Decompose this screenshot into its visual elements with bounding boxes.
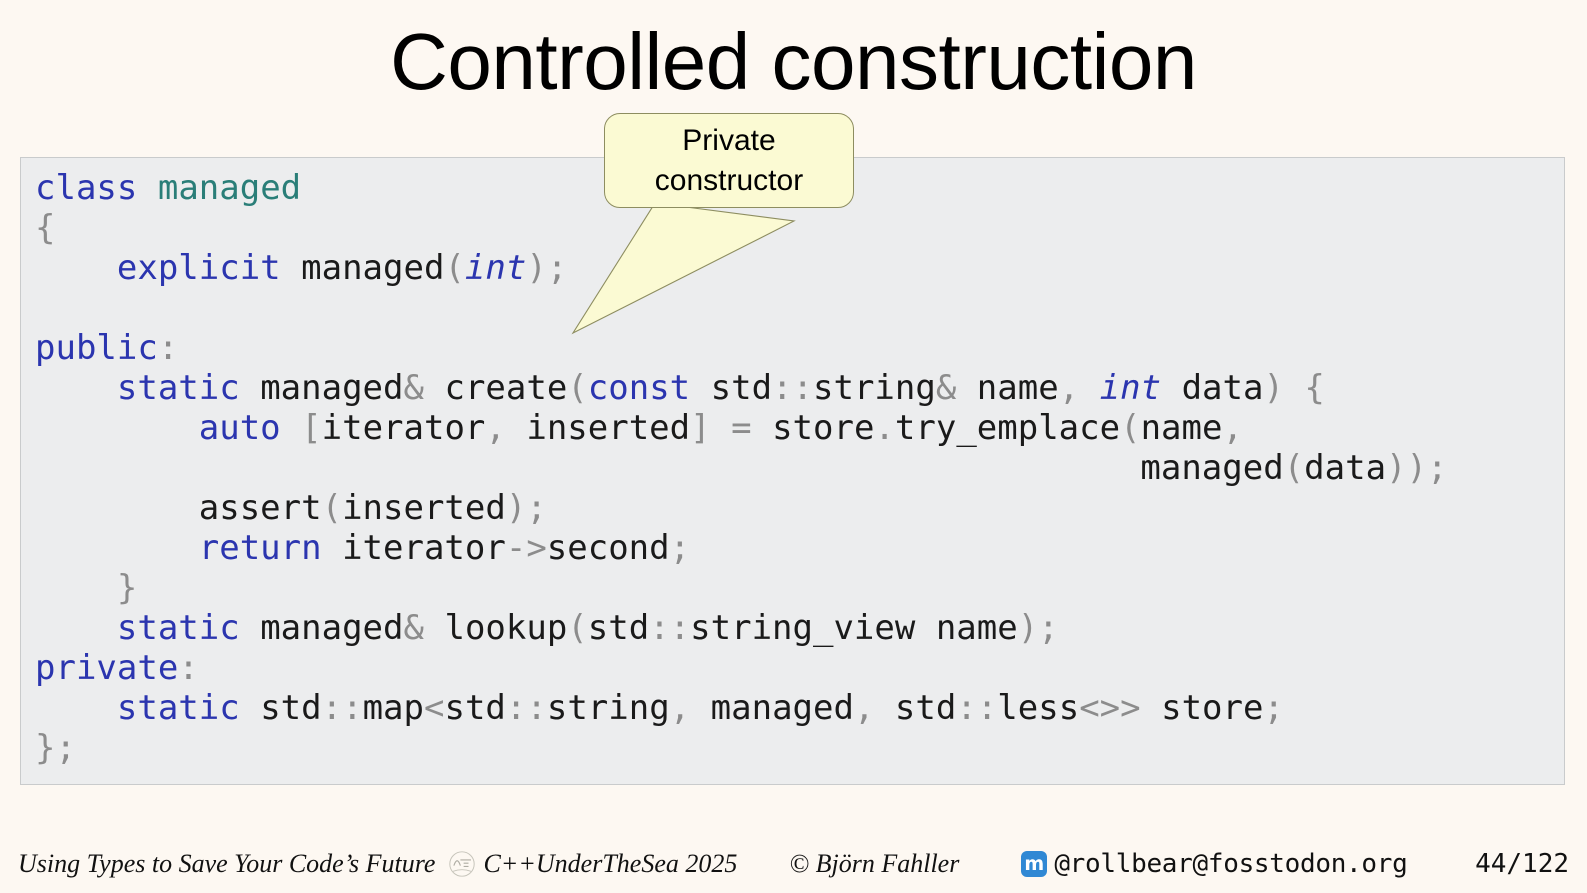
code-line: };: [35, 728, 76, 768]
code-line: auto [iterator, inserted] = store.try_em…: [198, 408, 1243, 448]
code-line: [35, 288, 1564, 328]
page-title: Controlled construction: [390, 17, 1197, 106]
code-line: public:: [35, 328, 179, 368]
conference-logo-icon: [449, 851, 476, 877]
code-line: {: [35, 208, 56, 248]
footer-page-number: 44/122: [1475, 849, 1569, 879]
code-line: explicit managed(int);: [116, 248, 568, 288]
footer-mastodon-handle[interactable]: @rollbear@fosstodon.org: [1054, 849, 1408, 879]
code-listing: class managed{ explicit managed(int); pu…: [21, 158, 1564, 768]
code-line: class managed: [35, 168, 302, 208]
code-line: assert(inserted);: [198, 488, 547, 528]
code-line: private:: [35, 648, 199, 688]
footer-conference: C++UnderTheSea 2025: [483, 849, 738, 878]
code-line: managed(data));: [1140, 448, 1448, 488]
mastodon-icon[interactable]: m: [1021, 851, 1048, 877]
callout-text-line1: Private: [682, 123, 776, 157]
slide-footer: Using Types to Save Your Code’s Future C…: [0, 835, 1587, 893]
footer-copyright: © Björn Fahller: [789, 849, 960, 878]
code-line: }: [116, 568, 138, 608]
callout-private-constructor: Private constructor: [571, 113, 854, 335]
callout-bubble: Private constructor: [604, 113, 854, 208]
callout-text-line2: constructor: [654, 163, 804, 197]
code-line: static managed& create(const std::string…: [116, 368, 1325, 408]
code-line: return iterator->second;: [198, 528, 691, 568]
code-line: static std::map<std::string, managed, st…: [116, 688, 1284, 728]
code-block: class managed{ explicit managed(int); pu…: [20, 157, 1565, 785]
code-line: static managed& lookup(std::string_view …: [116, 608, 1059, 648]
footer-talk-title: Using Types to Save Your Code’s Future: [18, 849, 436, 878]
